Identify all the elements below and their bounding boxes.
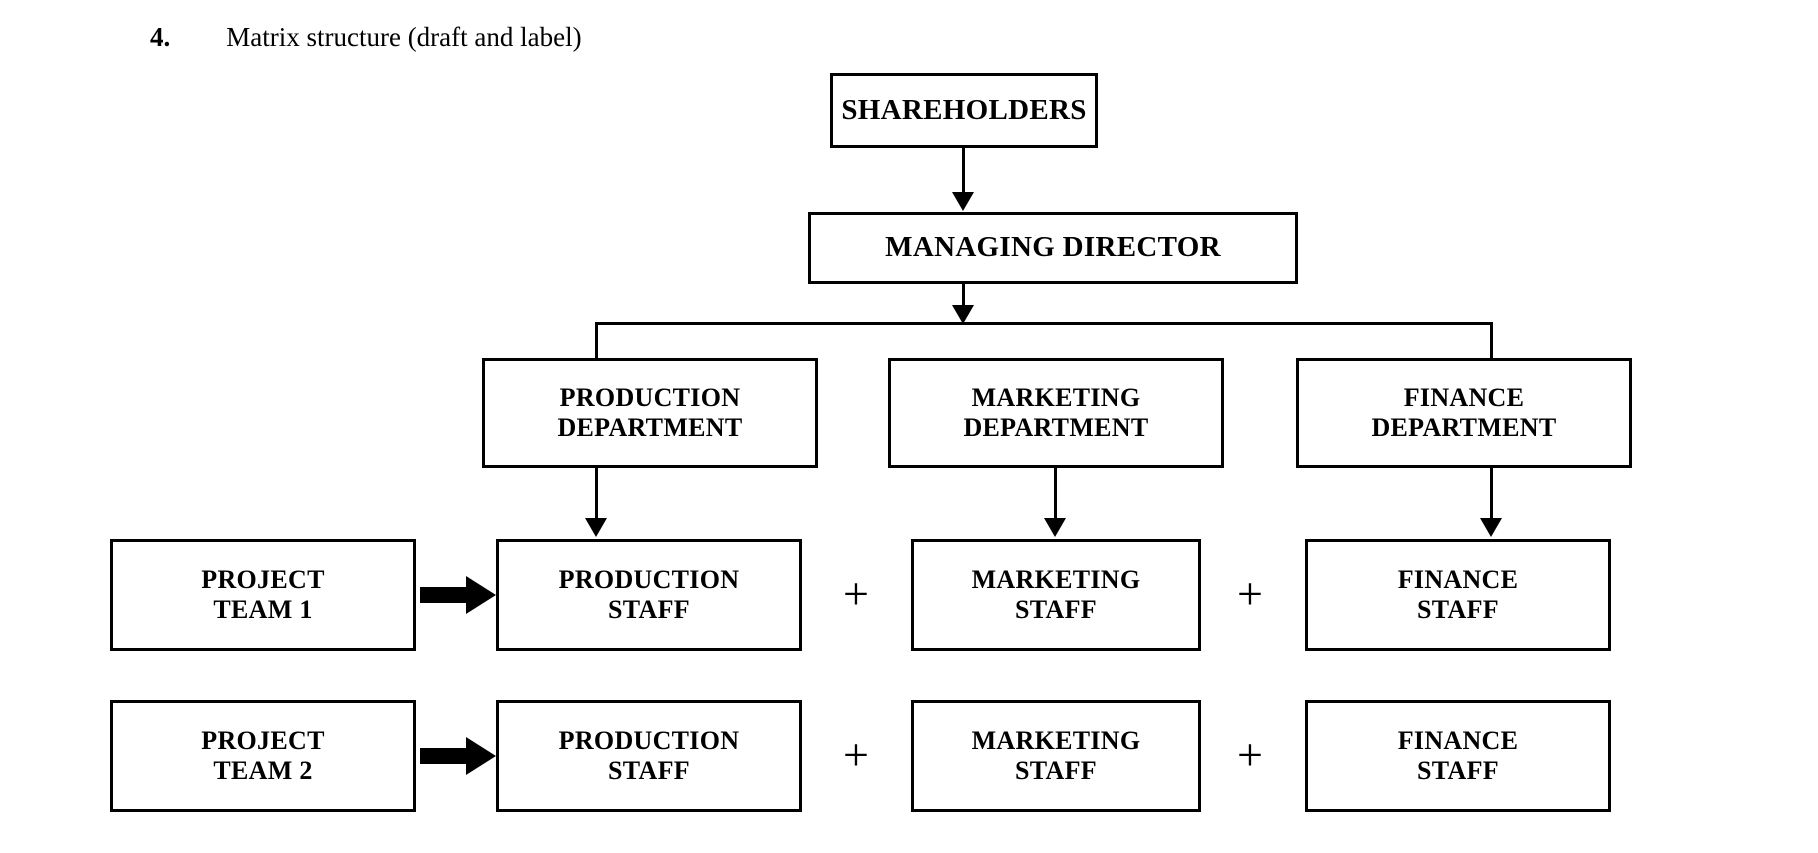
- node-marketing-staff-1[interactable]: MARKETING STAFF: [911, 539, 1201, 651]
- thick-arrow-shaft: [420, 748, 468, 764]
- thick-arrow-project-team-1-to-production-staff: [420, 576, 496, 614]
- heading-text: Matrix structure (draft and label): [226, 21, 582, 52]
- arrowhead-production-department-to-staff: [585, 518, 607, 537]
- node-shareholders[interactable]: SHAREHOLDERS: [830, 73, 1098, 148]
- separator-plus-row2-b: +: [1237, 729, 1263, 780]
- node-project-team-2-line2: TEAM 2: [213, 756, 313, 785]
- arrowhead-shareholders-to-md: [952, 192, 974, 211]
- node-project-team-2-line1: PROJECT: [201, 725, 325, 755]
- node-managing-director[interactable]: MANAGING DIRECTOR: [808, 212, 1298, 284]
- node-marketing-staff-1-line2: STAFF: [1015, 595, 1097, 624]
- node-marketing-department-line2: DEPARTMENT: [963, 413, 1149, 442]
- node-production-staff-1[interactable]: PRODUCTION STAFF: [496, 539, 802, 651]
- node-finance-department[interactable]: FINANCE DEPARTMENT: [1296, 358, 1632, 468]
- separator-plus-row1-a: +: [843, 568, 869, 619]
- connector-md-to-bus: [962, 284, 965, 312]
- separator-plus-row2-a: +: [843, 729, 869, 780]
- arrowhead-finance-department-to-staff: [1480, 518, 1502, 537]
- arrowhead-marketing-department-to-staff: [1044, 518, 1066, 537]
- node-project-team-1-line2: TEAM 1: [213, 595, 313, 624]
- node-finance-staff-1-line1: FINANCE: [1397, 564, 1519, 594]
- connector-bus-to-finance-department: [1490, 322, 1493, 360]
- node-finance-staff-1[interactable]: FINANCE STAFF: [1305, 539, 1611, 651]
- node-production-staff-2[interactable]: PRODUCTION STAFF: [496, 700, 802, 812]
- node-finance-staff-2-line2: STAFF: [1417, 756, 1499, 785]
- node-production-staff-1-line1: PRODUCTION: [558, 564, 740, 594]
- node-production-department-line1: PRODUCTION: [559, 382, 741, 412]
- node-project-team-2[interactable]: PROJECT TEAM 2: [110, 700, 416, 812]
- node-production-department-line2: DEPARTMENT: [557, 413, 743, 442]
- node-project-team-1-line1: PROJECT: [201, 564, 325, 594]
- thick-arrow-head: [466, 737, 496, 775]
- thick-arrow-head: [466, 576, 496, 614]
- node-production-department[interactable]: PRODUCTION DEPARTMENT: [482, 358, 818, 468]
- heading-number: 4.: [150, 21, 171, 52]
- node-marketing-staff-2-line2: STAFF: [1015, 756, 1097, 785]
- connector-shareholders-to-md: [962, 148, 965, 194]
- connector-department-bus: [595, 322, 1493, 325]
- node-finance-staff-1-line2: STAFF: [1417, 595, 1499, 624]
- page-title: 4. Matrix structure (draft and label): [150, 15, 582, 59]
- arrowhead-md-to-bus: [952, 305, 974, 324]
- node-shareholders-line1: SHAREHOLDERS: [841, 93, 1087, 126]
- node-project-team-1[interactable]: PROJECT TEAM 1: [110, 539, 416, 651]
- node-production-staff-2-line1: PRODUCTION: [558, 725, 740, 755]
- node-marketing-staff-2[interactable]: MARKETING STAFF: [911, 700, 1201, 812]
- thick-arrow-project-team-2-to-production-staff: [420, 737, 496, 775]
- node-production-staff-1-line2: STAFF: [608, 595, 690, 624]
- node-marketing-department-line1: MARKETING: [971, 382, 1141, 412]
- node-marketing-staff-2-line1: MARKETING: [971, 725, 1141, 755]
- node-marketing-staff-1-line1: MARKETING: [971, 564, 1141, 594]
- thick-arrow-shaft: [420, 587, 468, 603]
- node-finance-department-line2: DEPARTMENT: [1371, 413, 1557, 442]
- connector-production-department-to-staff: [595, 468, 598, 520]
- node-production-staff-2-line2: STAFF: [608, 756, 690, 785]
- separator-plus-row1-b: +: [1237, 568, 1263, 619]
- connector-marketing-department-to-staff: [1054, 468, 1057, 520]
- connector-bus-to-production-department: [595, 322, 598, 360]
- node-marketing-department[interactable]: MARKETING DEPARTMENT: [888, 358, 1224, 468]
- connector-finance-department-to-staff: [1490, 468, 1493, 520]
- node-managing-director-line1: MANAGING DIRECTOR: [885, 231, 1221, 264]
- node-finance-department-line1: FINANCE: [1403, 382, 1525, 412]
- node-finance-staff-2-line1: FINANCE: [1397, 725, 1519, 755]
- node-finance-staff-2[interactable]: FINANCE STAFF: [1305, 700, 1611, 812]
